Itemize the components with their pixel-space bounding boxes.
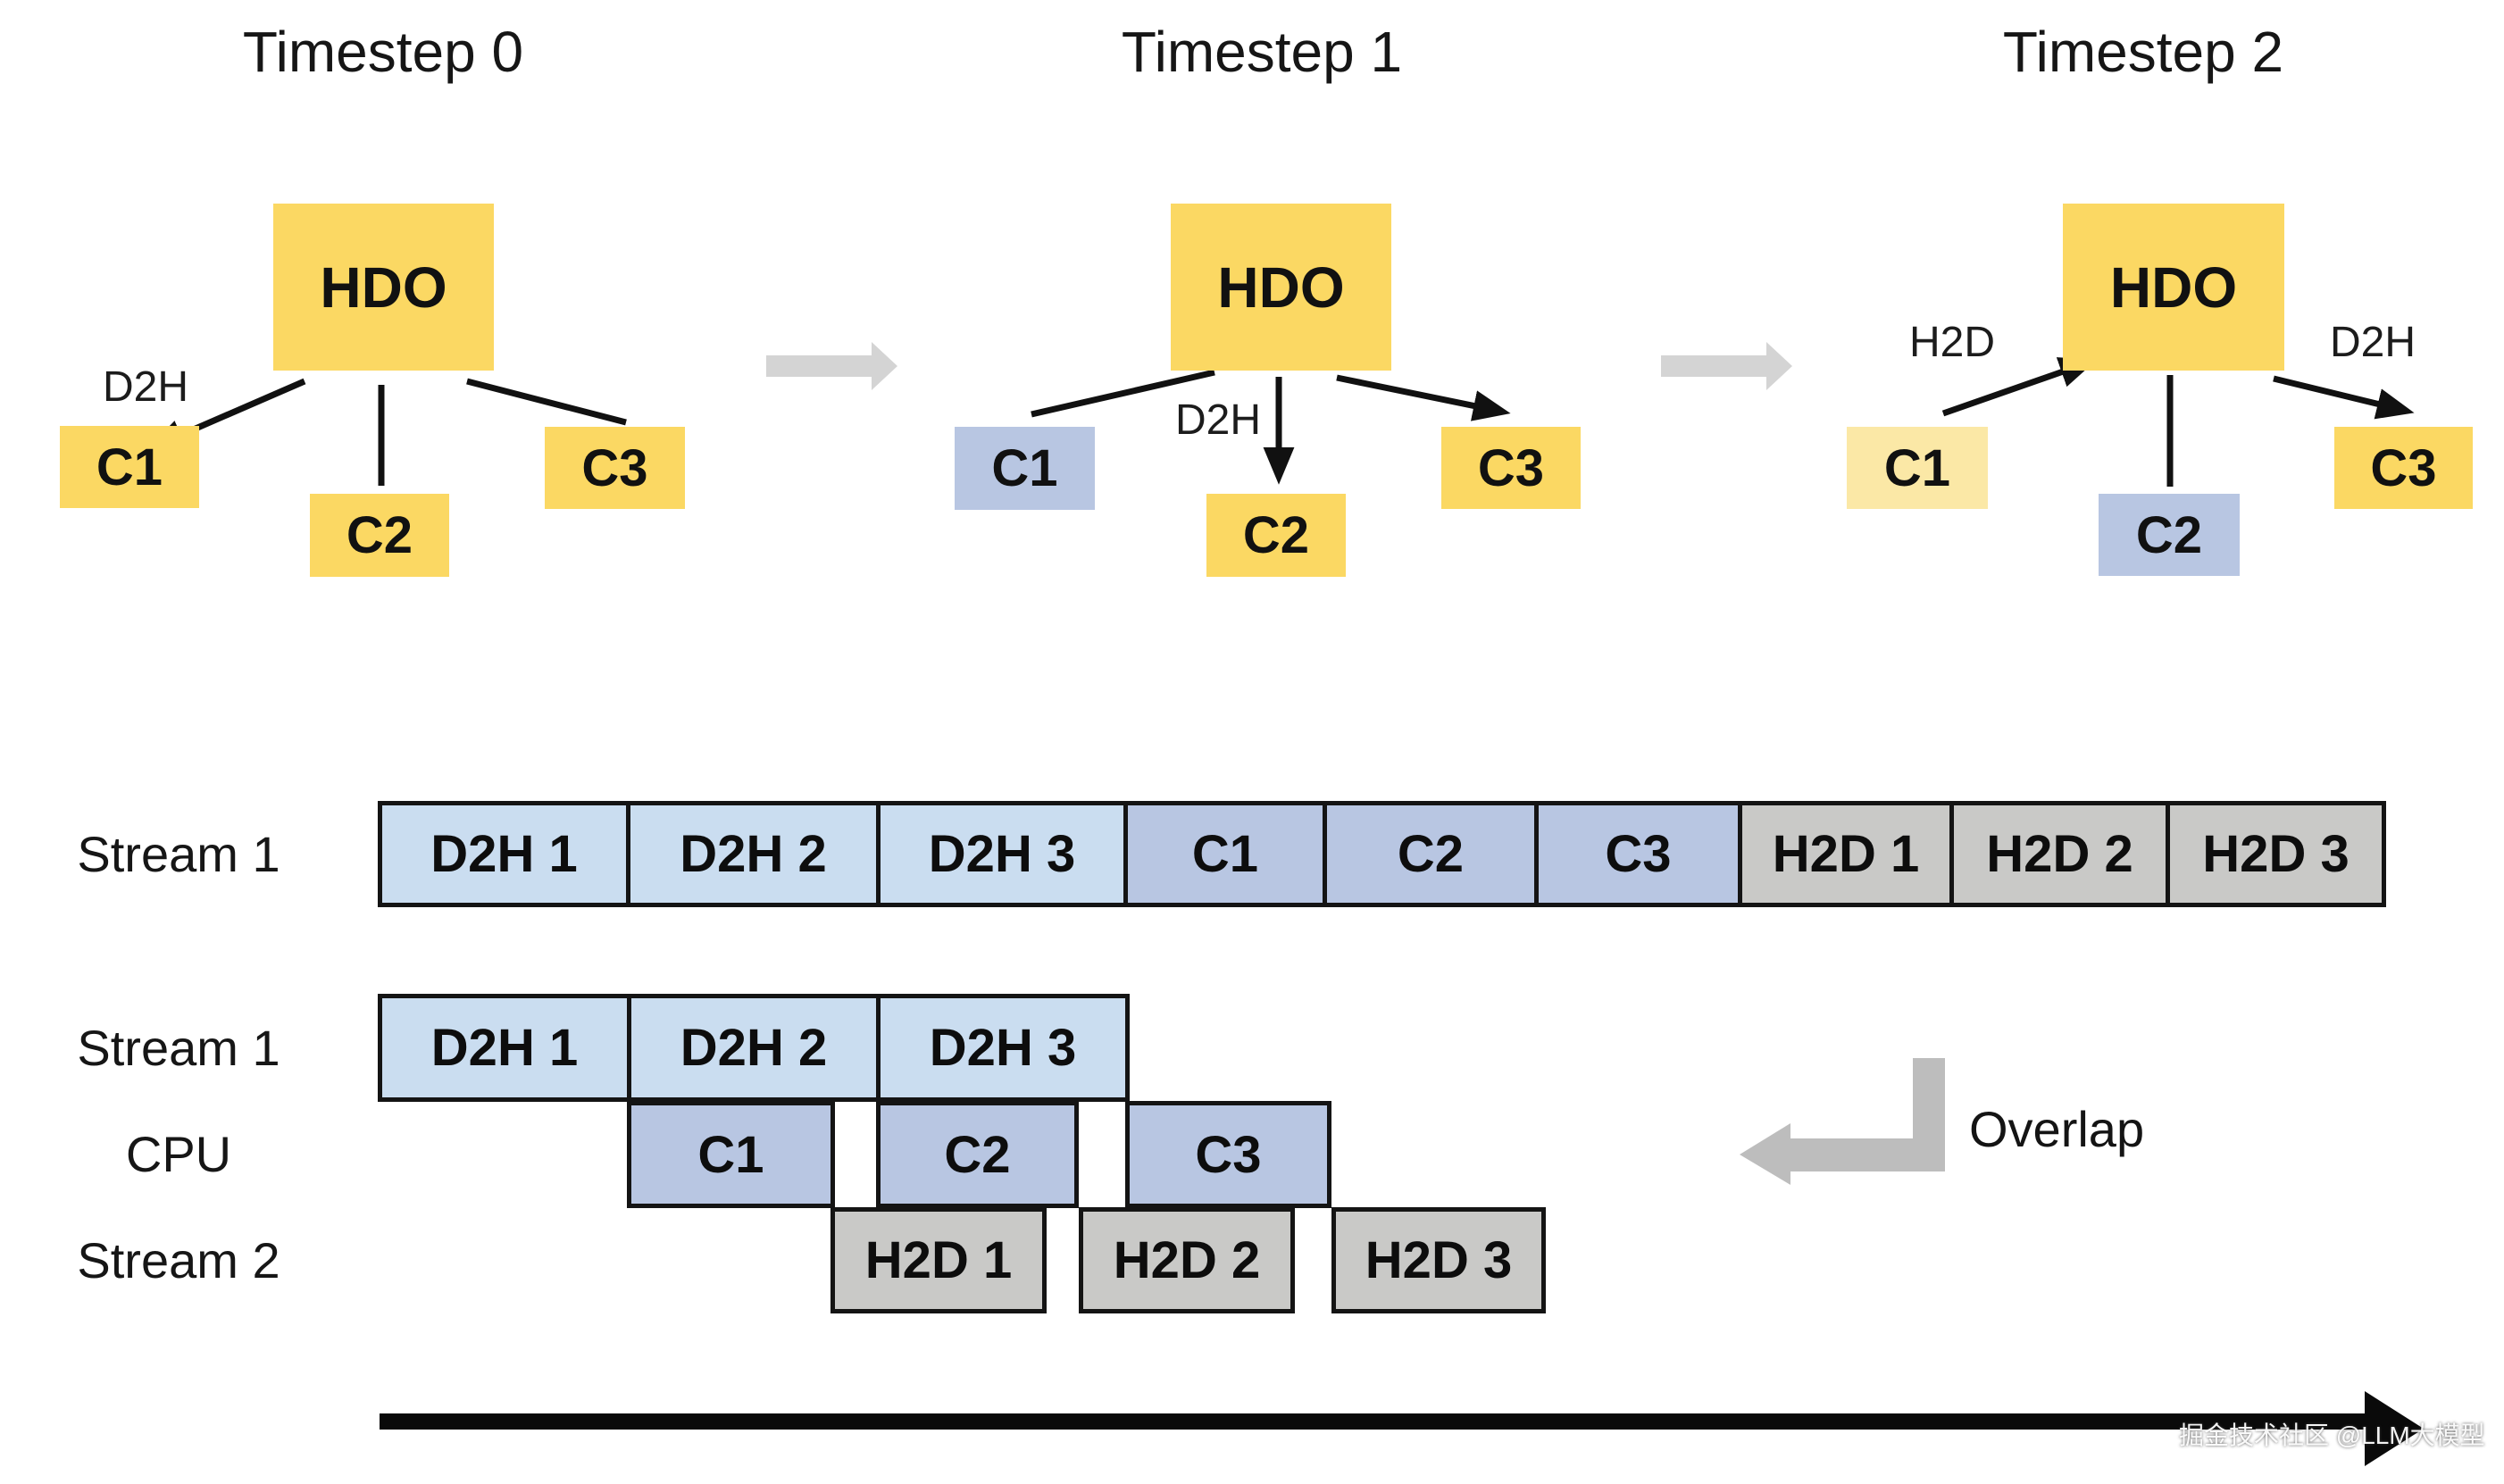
t1-c3-node: C3 xyxy=(1441,427,1581,509)
t2-c2-node: C2 xyxy=(2099,494,2240,576)
group2-cpu-label: CPU xyxy=(125,1126,232,1182)
t0-c1-node: C1 xyxy=(60,426,199,508)
group2-stream2-cell-h2d1: H2D 1 xyxy=(830,1207,1047,1313)
group2-cpu-cell-c2: C2 xyxy=(876,1101,1079,1208)
t1-hdo-node: HDO xyxy=(1171,204,1391,371)
row1-cell-c3: C3 xyxy=(1534,801,1742,907)
overlap-arrow-icon xyxy=(1740,1058,1945,1185)
t1-c1-node: C1 xyxy=(955,427,1095,510)
group2-stream2-label: Stream 2 xyxy=(77,1232,280,1288)
group2-stream2-cell-h2d3: H2D 3 xyxy=(1331,1207,1546,1313)
group2-stream2-cell-h2d2: H2D 2 xyxy=(1079,1207,1295,1313)
group2-stream1-cell-d2h3: D2H 3 xyxy=(876,994,1130,1102)
t1-hdo-to-c3-arrow xyxy=(1336,374,1511,421)
row1-cell-h2d1: H2D 1 xyxy=(1738,801,1954,907)
t2-c1-node: C1 xyxy=(1847,427,1988,509)
timestep-0-title: Timestep 0 xyxy=(242,20,524,84)
row1-cell-d2h1: D2H 1 xyxy=(378,801,630,907)
t2-c3-node: C3 xyxy=(2334,427,2473,509)
row1-stream1-label: Stream 1 xyxy=(77,826,280,882)
timestep-2-title: Timestep 2 xyxy=(2002,20,2284,84)
row1-cell-c2: C2 xyxy=(1323,801,1539,907)
t0-d2h-label: D2H xyxy=(102,363,189,411)
group2-cpu-cell-c3: C3 xyxy=(1125,1101,1331,1208)
row1-cell-d2h3: D2H 3 xyxy=(876,801,1128,907)
t0-c3-node: C3 xyxy=(545,427,685,509)
t2-hdo-to-c3-arrow xyxy=(2273,375,2415,420)
row1-cell-h2d2: H2D 2 xyxy=(1949,801,2170,907)
row1-cell-h2d3: H2D 3 xyxy=(2166,801,2386,907)
group2-stream1-label: Stream 1 xyxy=(77,1020,280,1076)
timestep-1-title: Timestep 1 xyxy=(1121,20,1403,84)
t1-c2-node: C2 xyxy=(1206,494,1346,577)
t2-d2h-label: D2H xyxy=(2329,319,2416,366)
row1-cell-d2h2: D2H 2 xyxy=(626,801,881,907)
t2-hdo-node: HDO xyxy=(2063,204,2284,371)
group2-stream1-cell-d2h2: D2H 2 xyxy=(627,994,881,1102)
row1-cell-c1: C1 xyxy=(1123,801,1327,907)
t0-hdo-node: HDO xyxy=(273,204,494,371)
group2-stream1-cell-d2h1: D2H 1 xyxy=(378,994,631,1102)
group2-cpu-cell-c1: C1 xyxy=(627,1101,835,1208)
watermark-text: 掘金技术社区 @LLM大模型 xyxy=(2179,1421,2485,1449)
step-arrow-1-icon xyxy=(766,342,897,390)
t0-hdo-to-c3-line xyxy=(466,378,627,426)
t1-d2h-label: D2H xyxy=(1174,396,1262,444)
step-arrow-2-icon xyxy=(1661,342,1792,390)
t0-c2-node: C2 xyxy=(310,494,449,577)
t2-h2d-label: H2D xyxy=(1908,319,1996,366)
overlap-label: Overlap xyxy=(1969,1101,2145,1157)
timeline-arrow-icon xyxy=(380,1391,2424,1466)
